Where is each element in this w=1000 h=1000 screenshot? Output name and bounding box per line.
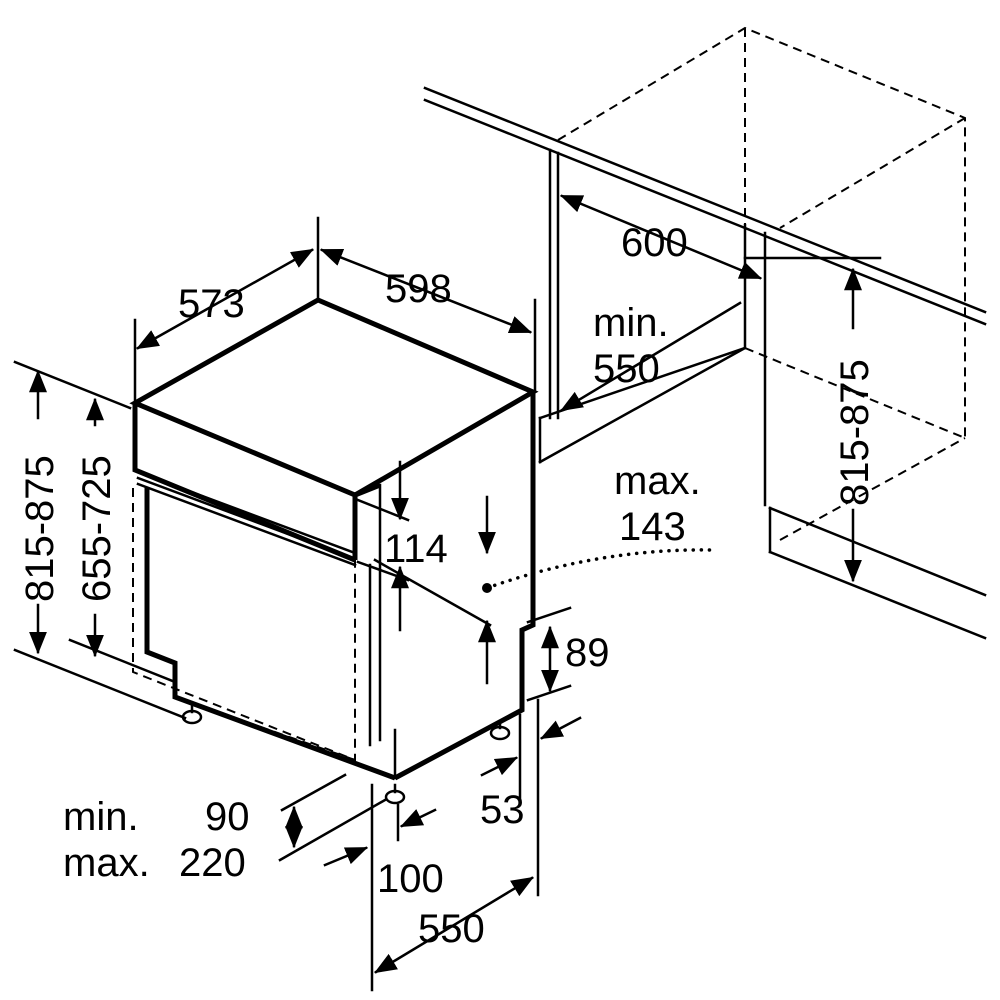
label-height-left: 815-875 [18,455,62,602]
label-598: 598 [385,267,452,311]
label-573: 573 [178,282,245,326]
label-114: 114 [384,527,448,571]
label-143: 143 [619,505,686,549]
label-niche-height: 815-875 [833,359,877,506]
label-plinth-220: 220 [179,841,246,885]
dimension-lines [13,194,882,992]
dimension-labels: 573 598 600 min. 550 815-875 815-875 655… [18,221,877,951]
label-89: 89 [565,631,610,675]
label-plinth-max: max. [63,841,150,885]
label-max: max. [614,459,701,503]
kitchen-niche [423,26,987,640]
label-100: 100 [377,857,444,901]
label-niche-min: min. [593,301,669,345]
label-plinth-min: min. [63,795,139,839]
label-550-depth: 550 [418,907,485,951]
label-panel-height: 655-725 [75,455,119,602]
label-600: 600 [621,221,688,265]
label-53: 53 [480,788,525,832]
label-niche-550: 550 [593,347,660,391]
dishwasher-body [129,297,539,805]
label-plinth-90: 90 [205,795,250,839]
